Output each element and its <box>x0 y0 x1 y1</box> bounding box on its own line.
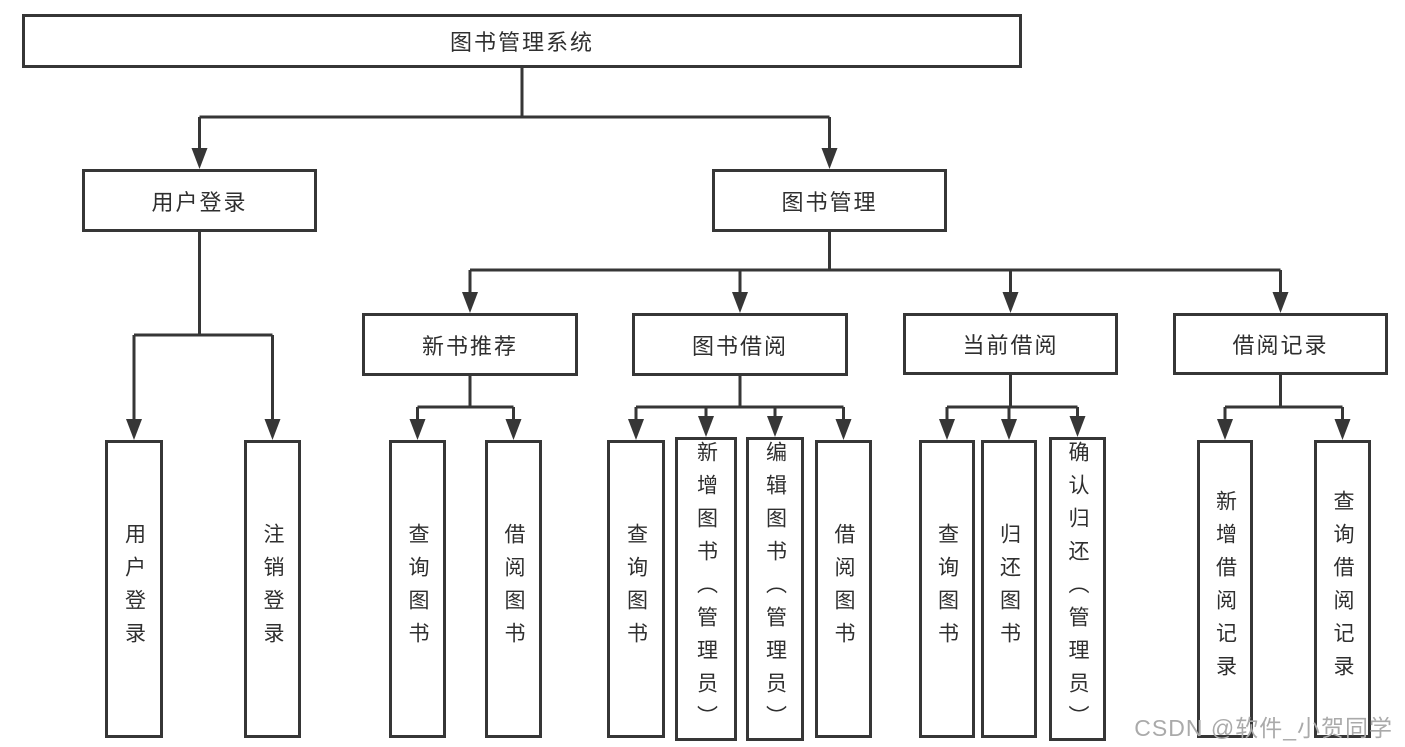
node-login-logout: 注销登录 <box>244 440 301 738</box>
node-label: 用户登录 <box>151 189 248 215</box>
arrowhead-icon <box>835 419 852 440</box>
node-records-query: 查询借阅记录 <box>1314 440 1371 738</box>
node-current-query: 查询图书 <box>919 440 975 738</box>
node-borrow-borrow: 借阅图书 <box>815 440 872 738</box>
node-borrow-query: 查询图书 <box>607 440 665 738</box>
node-login-user: 用户登录 <box>105 440 163 738</box>
node-label: 当前借阅 <box>962 333 1059 358</box>
node-newbook-query: 查询图书 <box>389 440 446 738</box>
node-label: 注销登录 <box>261 523 284 655</box>
node-label: 查询图书 <box>624 523 648 655</box>
node-borrow-add: 新增图书（管理员） <box>675 437 737 741</box>
node-label: 确认归还（管理员） <box>1066 440 1089 738</box>
arrowhead-icon <box>126 419 142 440</box>
arrowhead-icon <box>191 148 208 169</box>
arrowhead-icon <box>1069 416 1086 437</box>
arrowhead-icon <box>821 148 838 169</box>
node-records: 借阅记录 <box>1173 313 1388 375</box>
node-current: 当前借阅 <box>903 313 1118 375</box>
arrowhead-icon <box>1272 292 1289 313</box>
node-label: 查询借阅记录 <box>1331 490 1354 688</box>
arrowhead-icon <box>698 416 714 437</box>
node-label: 新增借阅记录 <box>1213 490 1237 688</box>
node-label: 查询图书 <box>935 523 959 655</box>
node-current-confirm: 确认归还（管理员） <box>1049 437 1106 741</box>
node-label: 图书管理系统 <box>449 30 594 55</box>
arrowhead-icon <box>264 419 281 440</box>
node-label: 图书管理 <box>781 189 878 215</box>
node-login: 用户登录 <box>82 169 317 232</box>
node-label: 借阅图书 <box>832 523 855 655</box>
arrowhead-icon <box>409 419 426 440</box>
csdn-watermark: CSDN @软件_小贺同学 <box>1134 715 1393 741</box>
node-label: 编辑图书（管理员） <box>763 440 787 738</box>
node-borrow: 图书借阅 <box>632 313 848 376</box>
arrowhead-icon <box>939 419 955 440</box>
node-records-add: 新增借阅记录 <box>1197 440 1253 738</box>
arrowhead-icon <box>1217 419 1233 440</box>
node-label: 查询图书 <box>406 523 429 655</box>
node-newbook: 新书推荐 <box>362 313 578 376</box>
node-label: 图书借阅 <box>691 333 788 359</box>
node-label: 新书推荐 <box>421 333 518 359</box>
node-root: 图书管理系统 <box>22 14 1022 68</box>
node-current-return: 归还图书 <box>981 440 1037 738</box>
node-label: 借阅记录 <box>1232 333 1329 358</box>
node-borrow-edit: 编辑图书（管理员） <box>746 437 804 741</box>
arrowhead-icon <box>732 292 748 313</box>
arrowhead-icon <box>462 292 478 313</box>
node-newbook-borrow: 借阅图书 <box>485 440 542 738</box>
node-mgmt: 图书管理 <box>712 169 947 232</box>
arrowhead-icon <box>1334 419 1351 440</box>
arrowhead-icon <box>628 419 644 440</box>
node-label: 新增图书（管理员） <box>694 440 718 738</box>
node-label: 用户登录 <box>122 523 146 655</box>
arrowhead-icon <box>1001 419 1017 440</box>
arrowhead-icon <box>767 416 783 437</box>
node-label: 归还图书 <box>997 523 1021 655</box>
node-label: 借阅图书 <box>502 523 525 655</box>
arrowhead-icon <box>1002 292 1019 313</box>
arrowhead-icon <box>505 419 522 440</box>
